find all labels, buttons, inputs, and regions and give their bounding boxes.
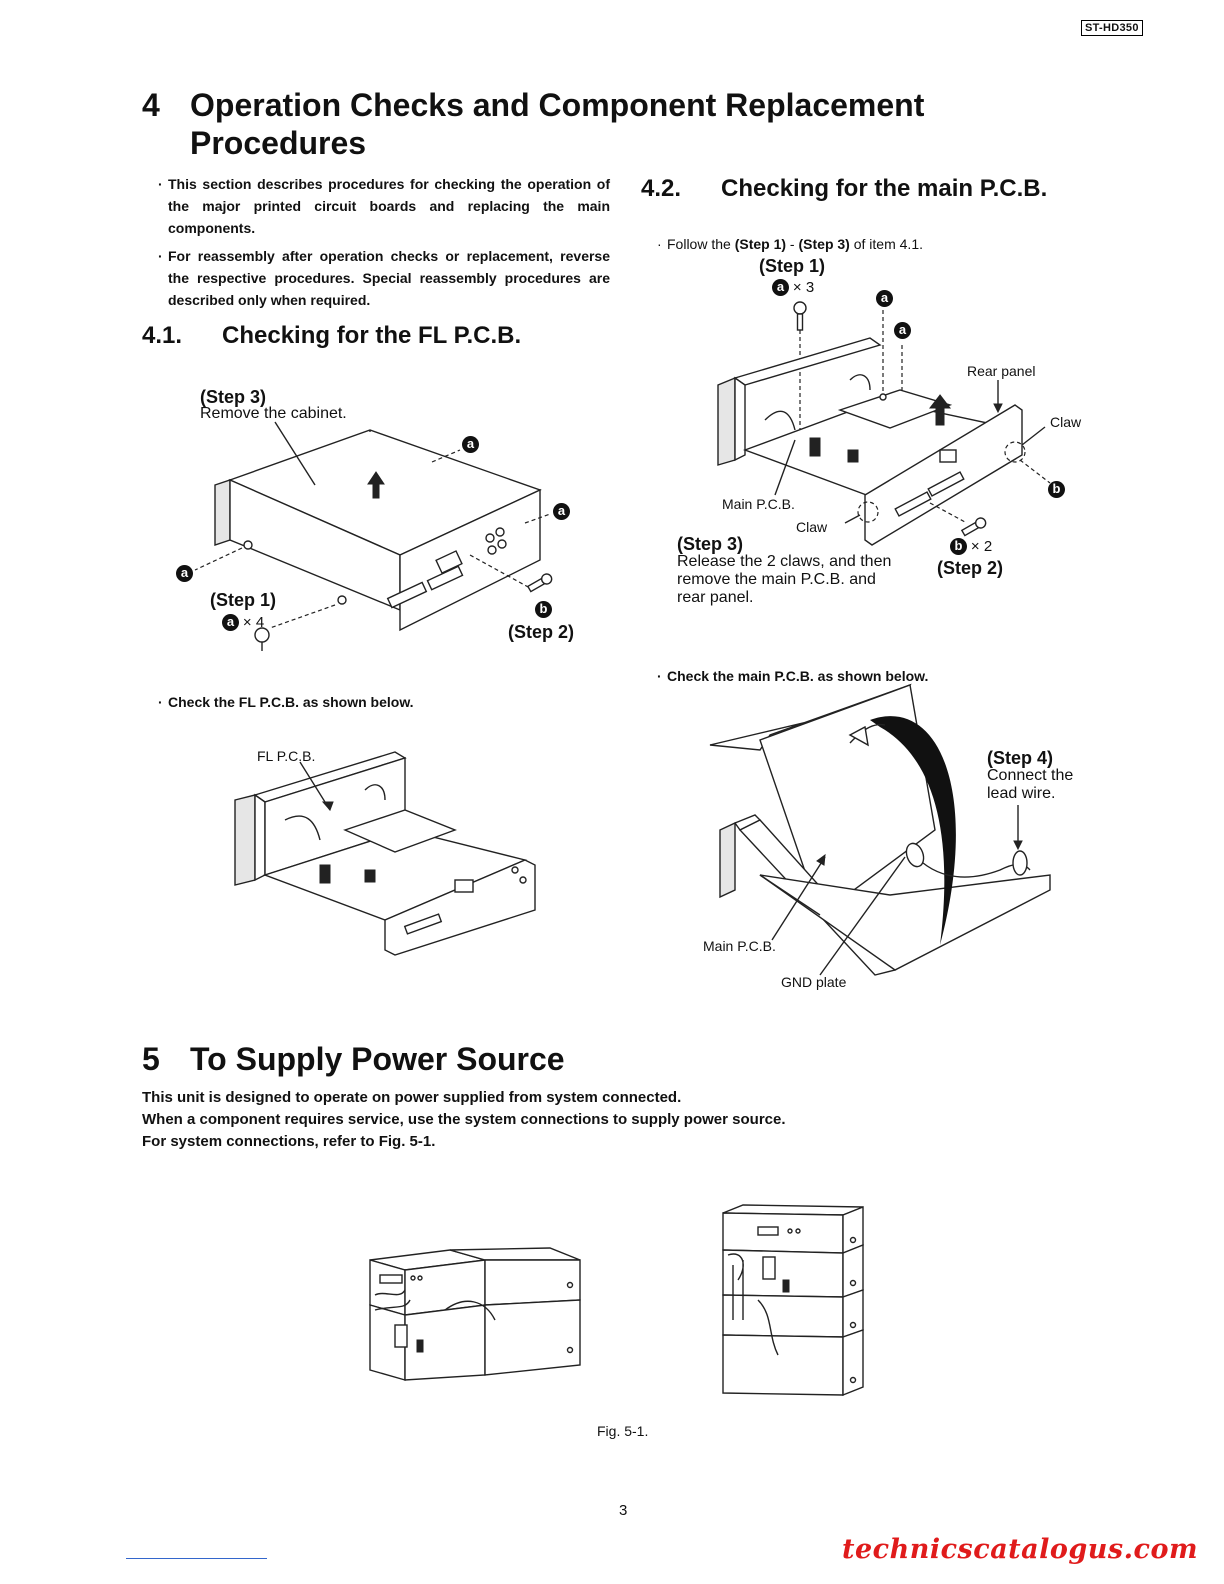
fig3-step1-label: (Step 1): [759, 256, 826, 276]
fig4-step4-text-2: lead wire.: [987, 785, 1056, 802]
claw-right-label: Claw: [1050, 414, 1082, 430]
power-line-1: This unit is designed to operate on powe…: [142, 1089, 682, 1106]
marker-a-icon: a: [553, 503, 570, 520]
section-5-number: 5: [142, 1041, 160, 1077]
claw-left-label: Claw: [796, 519, 828, 535]
power-line-2: When a component requires service, use t…: [142, 1111, 786, 1128]
rear-panel-label: Rear panel: [967, 363, 1036, 379]
check-fl-note: Check the FL P.C.B. as shown below.: [158, 693, 1224, 711]
section-4-1-heading: 4.1. Checking for the FL P.C.B.: [142, 322, 521, 350]
fig3-step3-text-2: remove the main P.C.B. and: [677, 571, 876, 588]
section-4-number: 4: [142, 87, 160, 123]
fig3-step2-label: (Step 2): [937, 558, 1004, 578]
power-line-3: For system connections, refer to Fig. 5-…: [142, 1133, 436, 1150]
section-5-title: To Supply Power Source: [190, 1041, 565, 1077]
system-connection-side-diagram: [369, 1247, 581, 1381]
follow-steps-note: Follow the (Step 1) - (Step 3) of item 4…: [657, 235, 1224, 253]
fig4-main-pcb-label: Main P.C.B.: [703, 938, 776, 954]
fig4-step4-text-1: Connect the: [987, 767, 1074, 784]
fig3-step1-count: a × 3: [772, 278, 814, 296]
marker-b-icon: b: [1048, 481, 1065, 498]
follow-step1: (Step 1): [734, 236, 787, 252]
power-source-paragraph: This unit is designed to operate on powe…: [142, 1087, 1102, 1153]
section-4-1-number: 4.1.: [142, 322, 183, 349]
fig1-step2-label: (Step 2): [508, 622, 575, 642]
section-4-1-title: Checking for the FL P.C.B.: [222, 322, 522, 349]
intro-bullet-1: This section describes procedures for ch…: [158, 173, 610, 239]
system-connection-stack-diagram: [722, 1204, 864, 1397]
fig1-step3-text: Remove the cabinet.: [200, 405, 347, 422]
main-pcb-removal-diagram: [717, 301, 1051, 546]
section-4-title-line1: Operation Checks and Component Replaceme…: [190, 87, 925, 123]
section-5-heading: 5 To Supply Power Source: [142, 1040, 1102, 1078]
marker-a-icon: a: [222, 613, 239, 631]
fig1-step1-label: (Step 1): [210, 590, 277, 610]
follow-step3: (Step 3): [798, 236, 850, 252]
intro-bullet-2: For reassembly after operation checks or…: [158, 245, 610, 311]
section-4-2-heading: 4.2. Checking for the main P.C.B.: [641, 175, 1047, 203]
check-main-note: Check the main P.C.B. as shown below.: [657, 667, 1224, 685]
fig-5-1-caption: Fig. 5-1.: [597, 1423, 649, 1439]
main-pcb-check-diagram: [709, 683, 1051, 976]
gnd-plate-label: GND plate: [781, 974, 847, 990]
follow-suffix: of item 4.1.: [849, 236, 923, 252]
main-pcb-label: Main P.C.B.: [722, 496, 795, 512]
section-4-2-title: Checking for the main P.C.B.: [721, 175, 1048, 202]
page-number: 3: [619, 1502, 628, 1519]
section-4-heading: 4 Operation Checks and Component Replacem…: [142, 86, 1102, 162]
fl-pcb-label: FL P.C.B.: [257, 748, 316, 764]
marker-a-icon: a: [894, 322, 911, 339]
follow-prefix: Follow the: [667, 236, 735, 252]
footer-divider: [126, 1558, 267, 1559]
section-4-title-line2: Procedures: [190, 125, 367, 161]
follow-dash: -: [786, 236, 799, 252]
fig3-step3-text-1: Release the 2 claws, and then: [677, 553, 892, 570]
marker-a-icon: a: [772, 278, 789, 296]
fig3-step3-text-3: rear panel.: [677, 589, 754, 606]
marker-a-icon: a: [462, 436, 479, 453]
fig3-step3-label: (Step 3): [677, 534, 744, 554]
fig1-step3-label: (Step 3): [200, 387, 267, 407]
cabinet-removal-diagram: [194, 421, 553, 651]
marker-a-icon: a: [176, 565, 193, 582]
fig3-step2-multiplier: × 2: [970, 537, 993, 555]
marker-a-icon: a: [876, 290, 893, 307]
watermark-link[interactable]: technicscatalogus.com: [842, 1534, 1199, 1565]
fig4-step4-label: (Step 4): [987, 748, 1054, 768]
intro-bullets: This section describes procedures for ch…: [158, 173, 610, 317]
fig1-step1-multiplier: × 4: [242, 613, 265, 631]
marker-b-icon: b: [950, 537, 967, 555]
section-4-2-number: 4.2.: [641, 175, 682, 202]
fig3-step1-multiplier: × 3: [792, 278, 815, 296]
fig3-step2-count: b × 2: [950, 537, 992, 555]
fl-pcb-diagram: [234, 751, 536, 956]
fig1-step1-count: a × 4: [222, 613, 264, 631]
marker-b-icon: b: [535, 601, 552, 618]
model-number-box: ST-HD350: [1081, 20, 1143, 36]
